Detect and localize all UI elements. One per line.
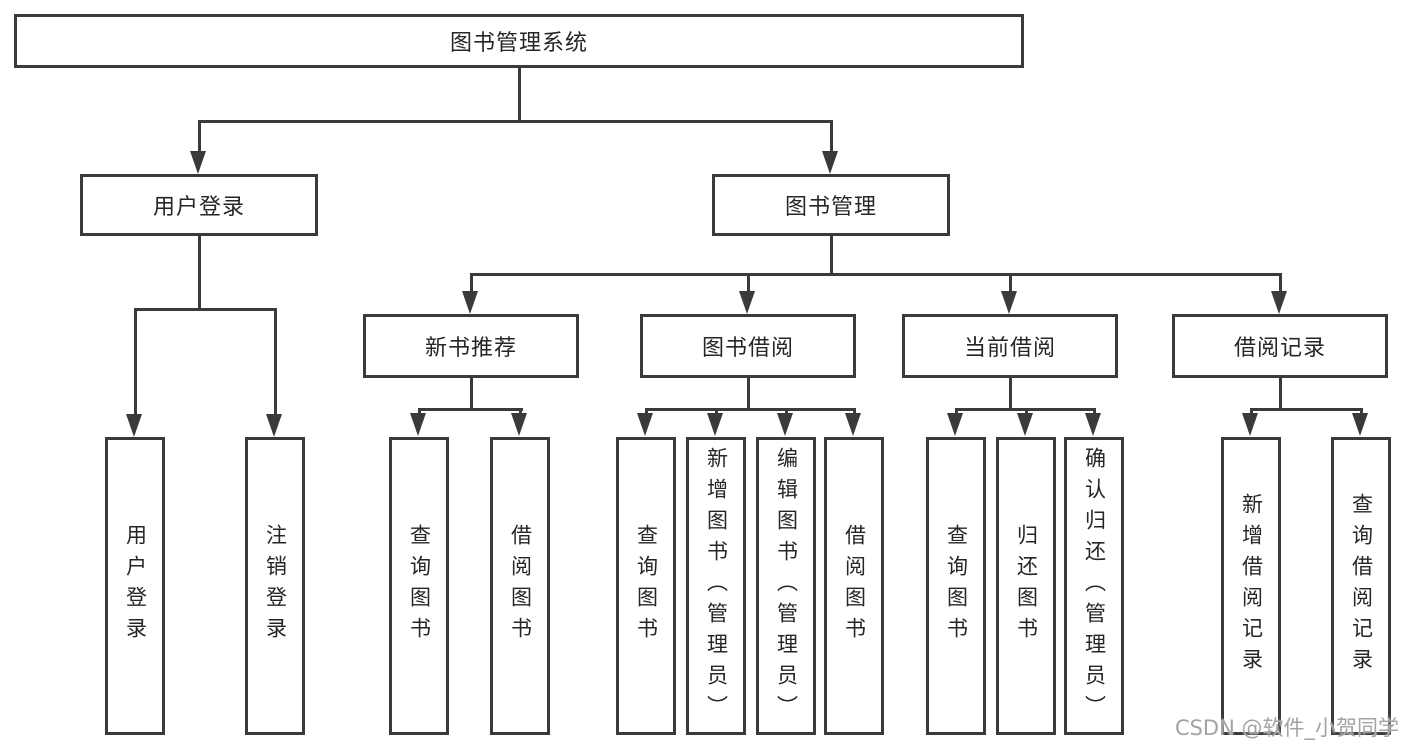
leaf-label: 查询图书 xyxy=(407,524,432,648)
arrow-down-icon xyxy=(845,413,861,436)
arrow-down-icon xyxy=(1085,413,1101,436)
leaf-label: 借阅图书 xyxy=(508,524,533,648)
arrow-down-icon xyxy=(1271,291,1287,314)
connector-stem xyxy=(645,408,648,416)
leaf-query-books-borrow: 查询图书 xyxy=(616,437,676,735)
leaf-label: 归还图书 xyxy=(1014,524,1039,648)
node-label: 新书推荐 xyxy=(424,336,517,361)
leaf-return-books: 归还图书 xyxy=(996,437,1056,735)
connector-stem xyxy=(1025,408,1028,416)
leaf-label: 注销登录 xyxy=(263,524,288,648)
connector-stem xyxy=(470,378,473,411)
leaf-add-books-admin: 新增图书（管理员） xyxy=(686,437,746,735)
arrow-down-icon xyxy=(637,413,653,436)
connector-stem xyxy=(198,120,201,153)
watermark: CSDN @软件_小贺同学 xyxy=(1174,716,1399,740)
node-new-book-recommend: 新书推荐 xyxy=(363,314,579,378)
leaf-query-borrow-record: 查询借阅记录 xyxy=(1331,437,1391,735)
leaf-label: 查询借阅记录 xyxy=(1349,493,1374,679)
connector-stem xyxy=(418,408,421,416)
connector-root-trunk xyxy=(518,66,521,122)
node-current-borrow: 当前借阅 xyxy=(902,314,1118,378)
connector-stem xyxy=(830,236,833,276)
leaf-logout: 注销登录 xyxy=(245,437,305,735)
connector-stem xyxy=(134,308,137,414)
connector-stem xyxy=(747,273,750,292)
connector-stem xyxy=(785,408,788,416)
arrow-down-icon xyxy=(410,413,426,436)
leaf-label: 查询图书 xyxy=(944,524,969,648)
leaf-borrow-books-recommend: 借阅图书 xyxy=(490,437,550,735)
connector-stem xyxy=(715,408,718,416)
arrow-down-icon xyxy=(707,413,723,436)
leaf-label: 查询图书 xyxy=(634,524,659,648)
connector-branch-line xyxy=(134,308,277,311)
connector-stem xyxy=(1279,378,1282,411)
connector-stem xyxy=(1360,408,1363,416)
node-borrow-records: 借阅记录 xyxy=(1172,314,1388,378)
node-label: 借阅记录 xyxy=(1233,336,1326,361)
connector-branch-line xyxy=(645,408,856,411)
leaf-label: 新增图书（管理员） xyxy=(704,446,729,726)
arrow-down-icon xyxy=(947,413,963,436)
arrow-down-icon xyxy=(462,291,478,314)
connector-stem xyxy=(1009,378,1012,411)
arrow-down-icon xyxy=(1242,413,1258,436)
connector-stem xyxy=(1009,273,1012,292)
connector-stem xyxy=(853,408,856,416)
node-label: 当前借阅 xyxy=(963,336,1056,361)
leaf-user-login: 用户登录 xyxy=(105,437,165,735)
arrow-down-icon xyxy=(511,413,527,436)
arrow-down-icon xyxy=(1001,291,1017,314)
arrow-down-icon xyxy=(822,151,838,174)
connector-stem xyxy=(955,408,958,416)
node-book-management: 图书管理 xyxy=(712,174,950,236)
connector-stem xyxy=(747,378,750,411)
connector-stem xyxy=(274,308,277,414)
connector-branch-line xyxy=(1250,408,1363,411)
leaf-label: 编辑图书（管理员） xyxy=(774,446,799,726)
arrow-down-icon xyxy=(777,413,793,436)
node-label: 图书借阅 xyxy=(701,336,794,361)
leaf-confirm-return-admin: 确认归还（管理员） xyxy=(1064,437,1124,735)
arrow-down-icon xyxy=(266,414,282,437)
node-book-borrow: 图书借阅 xyxy=(640,314,856,378)
leaf-add-borrow-record: 新增借阅记录 xyxy=(1221,437,1281,735)
node-root: 图书管理系统 xyxy=(14,14,1024,68)
connector-stem xyxy=(1279,273,1282,292)
arrow-down-icon xyxy=(126,414,142,437)
arrow-down-icon xyxy=(1017,413,1033,436)
leaf-query-books-recommend: 查询图书 xyxy=(389,437,449,735)
node-label: 图书管理 xyxy=(784,195,877,220)
connector-stem xyxy=(198,236,201,310)
connector-stem xyxy=(830,120,833,153)
node-root-label: 图书管理系统 xyxy=(449,31,588,56)
arrow-down-icon xyxy=(1352,413,1368,436)
connector-stem xyxy=(519,408,522,416)
leaf-label: 新增借阅记录 xyxy=(1239,493,1264,679)
arrow-down-icon xyxy=(739,291,755,314)
leaf-label: 借阅图书 xyxy=(842,524,867,648)
connector-stem xyxy=(470,273,473,292)
arrow-down-icon xyxy=(190,151,206,174)
leaf-borrow-books: 借阅图书 xyxy=(824,437,884,735)
leaf-label: 用户登录 xyxy=(123,524,148,648)
connector-stem xyxy=(1250,408,1253,416)
node-label: 用户登录 xyxy=(152,195,245,220)
connector-branch-line xyxy=(418,408,523,411)
connector-root-branch-line xyxy=(198,120,832,123)
node-user-login: 用户登录 xyxy=(80,174,318,236)
leaf-edit-books-admin: 编辑图书（管理员） xyxy=(756,437,816,735)
leaf-label: 确认归还（管理员） xyxy=(1082,446,1107,726)
connector-branch-line xyxy=(470,273,1282,276)
leaf-query-books-current: 查询图书 xyxy=(926,437,986,735)
connector-stem xyxy=(1093,408,1096,416)
